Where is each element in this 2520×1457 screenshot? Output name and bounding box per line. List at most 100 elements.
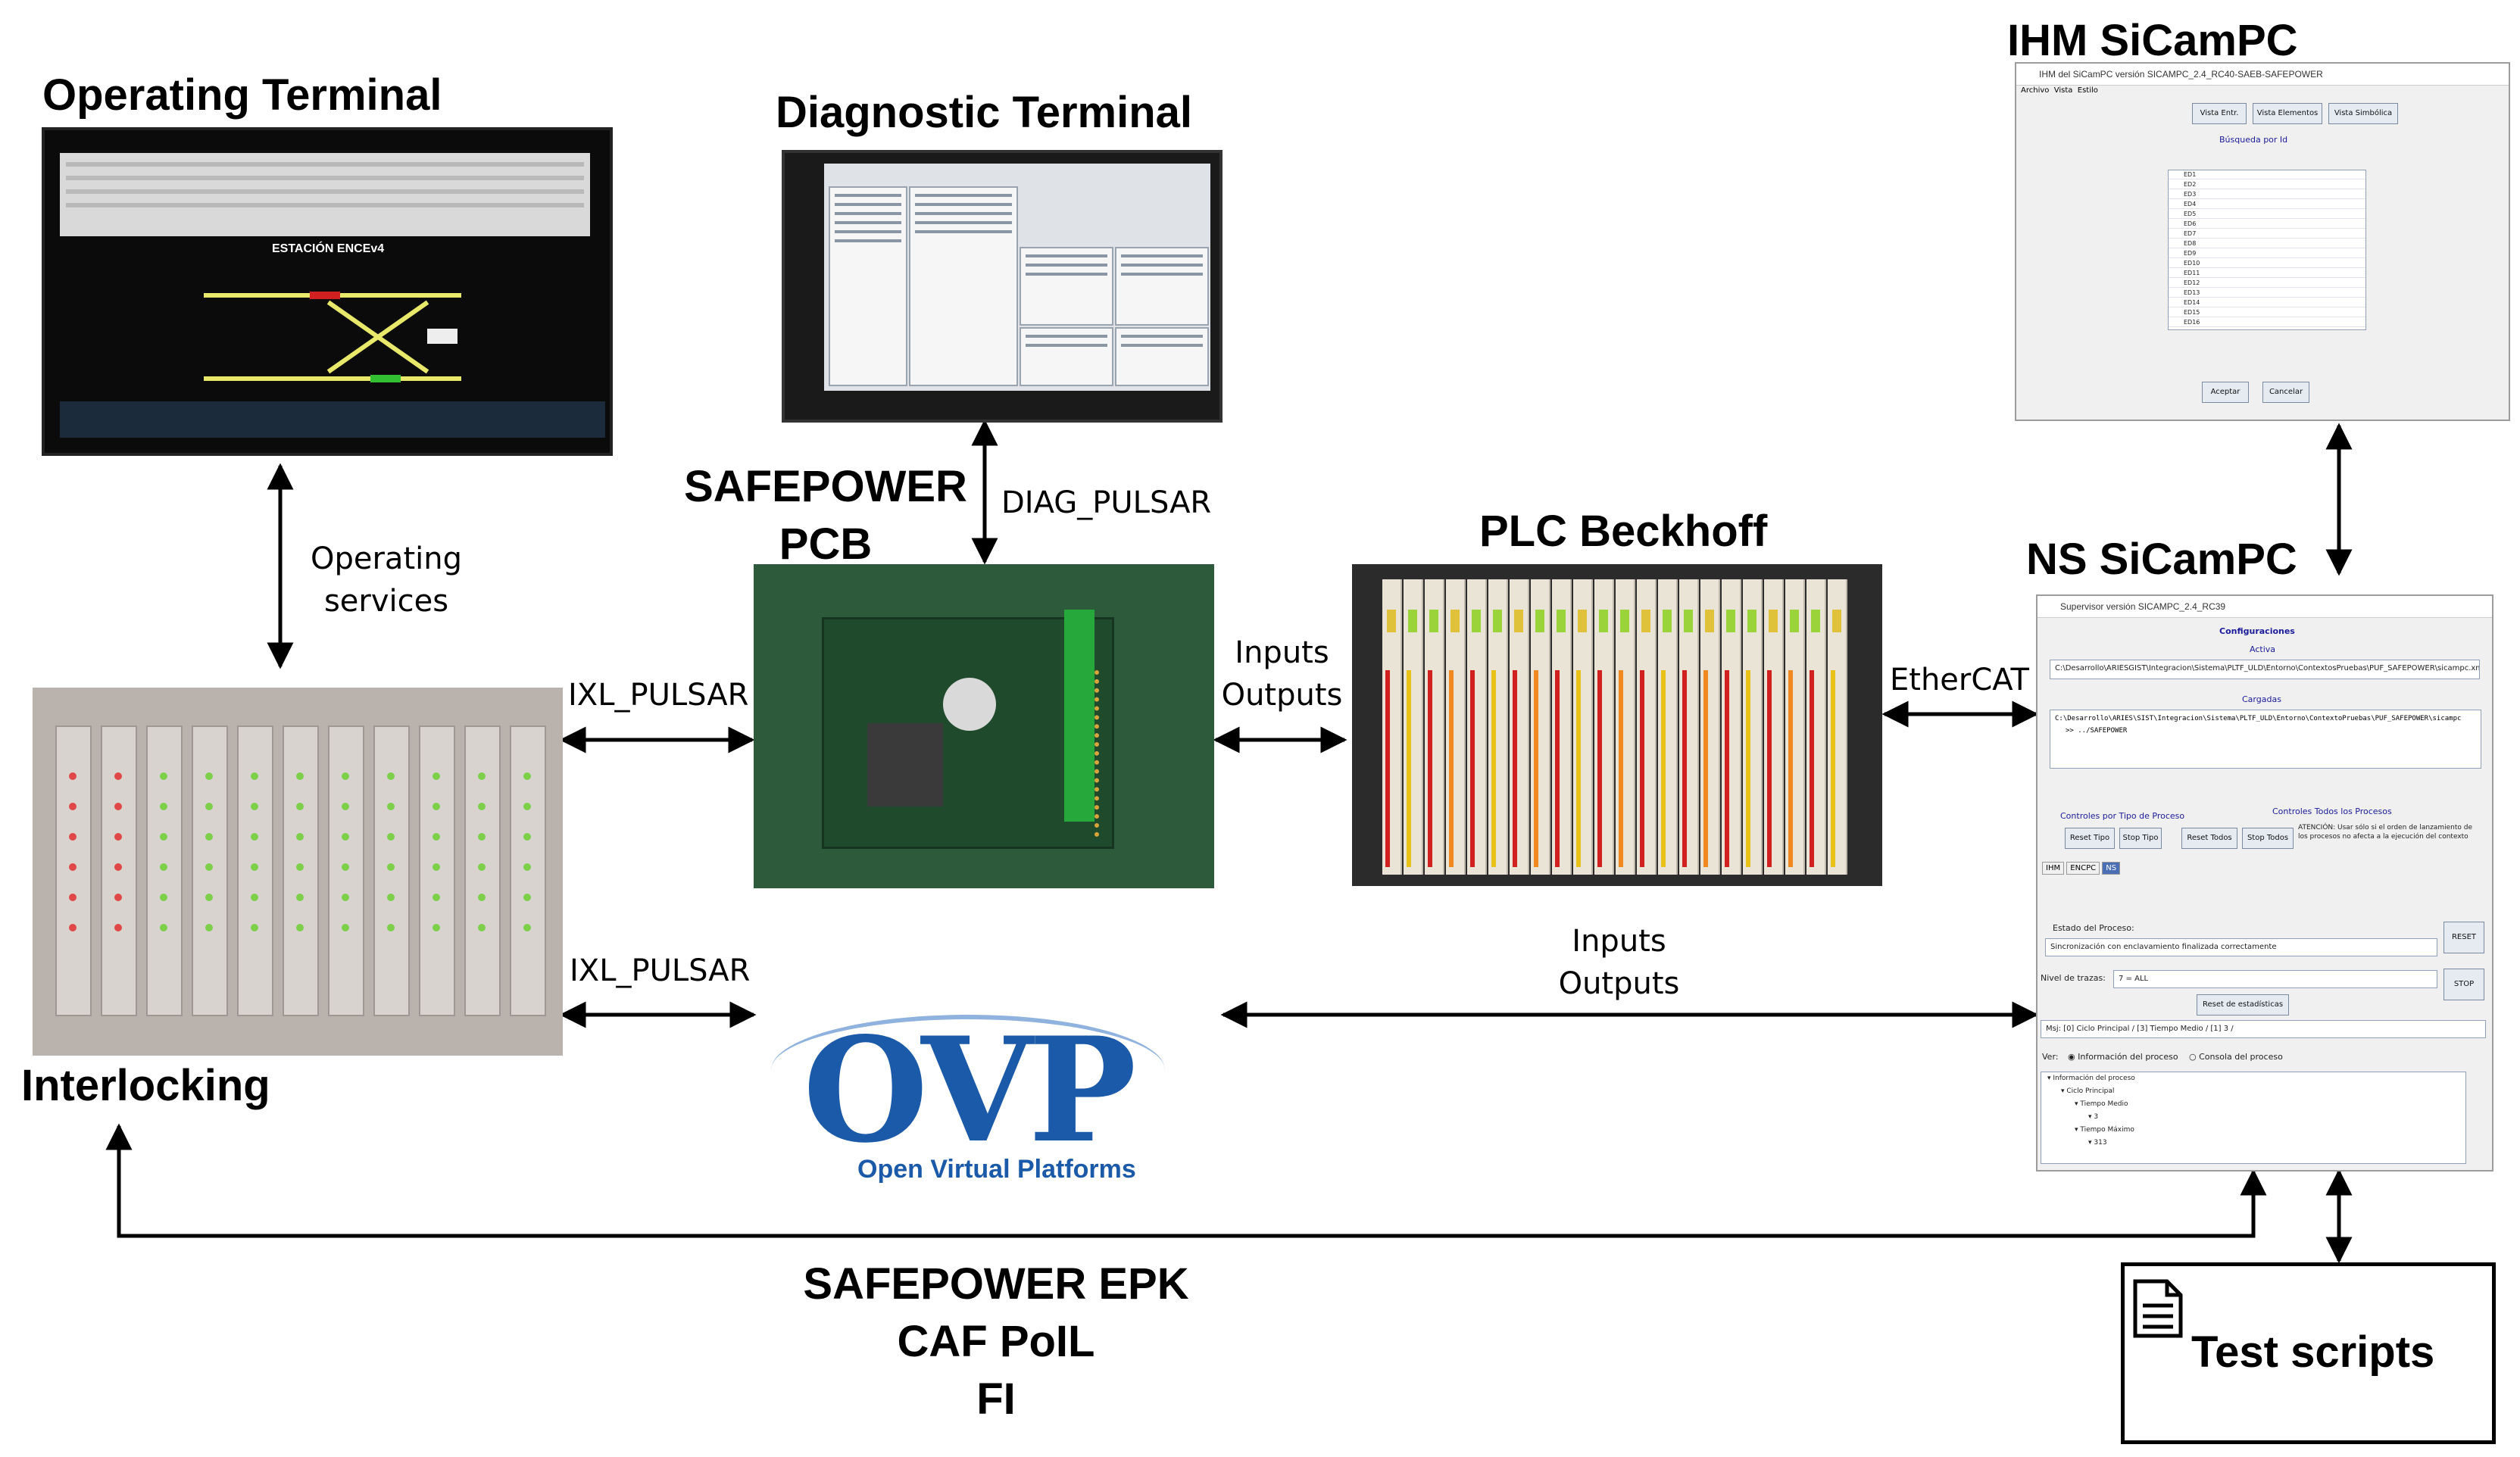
tree-node[interactable]: ▾ 3 — [2088, 1113, 2099, 1121]
plc-module — [1488, 579, 1508, 875]
plc-module — [1743, 579, 1763, 875]
rack-led — [114, 803, 122, 810]
reset-button[interactable]: RESET — [2443, 922, 2484, 953]
rack-led — [69, 803, 77, 810]
rack-led — [296, 833, 304, 841]
rack-card — [55, 725, 92, 1016]
stop-tipo-button[interactable]: Stop Tipo — [2119, 828, 2162, 849]
plc-wire — [1576, 670, 1581, 867]
tree-node[interactable]: ▾ Tiempo Máximo — [2075, 1126, 2134, 1134]
tree-node[interactable]: ▾ 313 — [2088, 1139, 2107, 1147]
diagnostic-terminal-screen — [782, 150, 1223, 423]
plc-led — [1811, 610, 1820, 632]
vista-entr-button[interactable]: Vista Entr. — [2192, 103, 2247, 124]
table-row[interactable]: ED13 — [2169, 289, 2365, 298]
plc-led — [1769, 610, 1778, 632]
reset-todos-button[interactable]: Reset Todos — [2181, 828, 2237, 849]
nivel-select[interactable]: 7 = ALL — [2113, 970, 2437, 988]
table-row[interactable]: ED3 — [2169, 190, 2365, 199]
plc-led — [1535, 610, 1544, 632]
rack-led — [69, 833, 77, 841]
vista-elementos-button[interactable]: Vista Elementos — [2253, 103, 2322, 124]
table-row[interactable]: ED9 — [2169, 249, 2365, 258]
ihm-menu-estilo[interactable]: Estilo — [2077, 86, 2098, 95]
io-bottom-label: Inputs Outputs — [1558, 924, 1680, 1001]
pcb-chip — [867, 723, 943, 806]
table-row[interactable]: ED16 — [2169, 318, 2365, 327]
configuraciones-label: Configuraciones — [2219, 626, 2295, 636]
rack-led — [69, 772, 77, 780]
plc-module — [1573, 579, 1593, 875]
plc-wire — [1703, 670, 1708, 867]
stop-todos-button[interactable]: Stop Todos — [2242, 828, 2294, 849]
plc-wire — [1640, 670, 1644, 867]
plc-led — [1684, 610, 1693, 632]
arrow-scripts-interlocking — [105, 1123, 2267, 1238]
table-row[interactable]: ED5 — [2169, 210, 2365, 219]
activa-path-field[interactable]: C:\Desarrollo\ARIESGIST\Integracion\Sist… — [2050, 660, 2480, 679]
plc-module — [1785, 579, 1805, 875]
plc-wire — [1597, 670, 1602, 867]
ihm-menu-vista[interactable]: Vista — [2053, 86, 2073, 95]
table-row[interactable]: ED4 — [2169, 200, 2365, 209]
ihm-sicampc-title: IHM SiCamPC — [2007, 16, 2298, 65]
rack-led — [114, 833, 122, 841]
table-row[interactable]: ED14 — [2169, 298, 2365, 307]
aceptar-button[interactable]: Aceptar — [2202, 382, 2249, 403]
rack-led — [478, 863, 486, 871]
tab-ihm[interactable]: IHM — [2042, 862, 2065, 875]
tree-node[interactable]: ▾ Información del proceso — [2047, 1075, 2135, 1082]
interlocking-photo — [33, 688, 563, 1056]
ns-sicampc-window: Supervisor versión SICAMPC_2.4_RC39 Conf… — [2036, 594, 2493, 1172]
rack-led — [432, 863, 440, 871]
table-row[interactable]: ED15 — [2169, 308, 2365, 317]
ihm-menu-archivo[interactable]: Archivo — [2021, 86, 2050, 95]
tab-encpc[interactable]: ENCPC — [2066, 862, 2100, 875]
radio-consola[interactable]: ○ Consola del proceso — [2189, 1052, 2283, 1062]
ovp-arc — [771, 1015, 1165, 1125]
reset-estadisticas-button[interactable]: Reset de estadísticas — [2197, 994, 2289, 1016]
reset-tipo-button[interactable]: Reset Tipo — [2065, 828, 2115, 849]
operating-terminal-title: Operating Terminal — [42, 70, 442, 120]
table-row[interactable]: ED1 — [2169, 170, 2365, 179]
rack-card — [101, 725, 137, 1016]
radio-informacion[interactable]: ◉ Información del proceso — [2068, 1052, 2178, 1062]
plc-module — [1637, 579, 1657, 875]
warning-text: ATENCIÓN: Usar sólo si el orden de lanza… — [2298, 824, 2472, 841]
table-row[interactable]: ED7 — [2169, 229, 2365, 239]
rack-card — [373, 725, 410, 1016]
plc-wire — [1767, 670, 1772, 867]
plc-module — [1404, 579, 1423, 875]
rack-card — [510, 725, 546, 1016]
rack-led — [205, 803, 213, 810]
table-row[interactable]: ED6 — [2169, 220, 2365, 229]
table-row[interactable]: ED2 — [2169, 180, 2365, 189]
plc-module — [1806, 579, 1826, 875]
tree-node[interactable]: ▾ Ciclo Principal — [2061, 1087, 2115, 1095]
plc-led — [1387, 610, 1396, 632]
tab-ns[interactable]: NS — [2102, 862, 2121, 875]
signal-green — [370, 375, 401, 382]
rack-led — [387, 894, 395, 901]
plc-module — [1616, 579, 1635, 875]
table-row[interactable]: ED10 — [2169, 259, 2365, 268]
plc-module — [1658, 579, 1678, 875]
rack-led — [160, 863, 167, 871]
rack-led — [205, 894, 213, 901]
rack-led — [160, 772, 167, 780]
process-info-tree[interactable]: ▾ Información del proceso ▾ Ciclo Princip… — [2041, 1072, 2466, 1164]
stop-button[interactable]: STOP — [2443, 969, 2484, 1000]
plc-wire — [1534, 670, 1538, 867]
cargadas-list[interactable]: C:\Desarrollo\ARIES\SIST\Integracion\Sis… — [2050, 710, 2481, 769]
plc-module — [1764, 579, 1784, 875]
cancelar-button[interactable]: Cancelar — [2262, 382, 2309, 403]
table-row[interactable]: ED12 — [2169, 279, 2365, 288]
table-row[interactable]: ED8 — [2169, 239, 2365, 248]
tree-node[interactable]: ▾ Tiempo Medio — [2075, 1100, 2128, 1108]
table-row[interactable]: ED11 — [2169, 269, 2365, 278]
plc-wire — [1470, 670, 1475, 867]
rack-led — [342, 803, 349, 810]
vista-simbolica-button[interactable]: Vista Simbólica — [2328, 103, 2398, 124]
